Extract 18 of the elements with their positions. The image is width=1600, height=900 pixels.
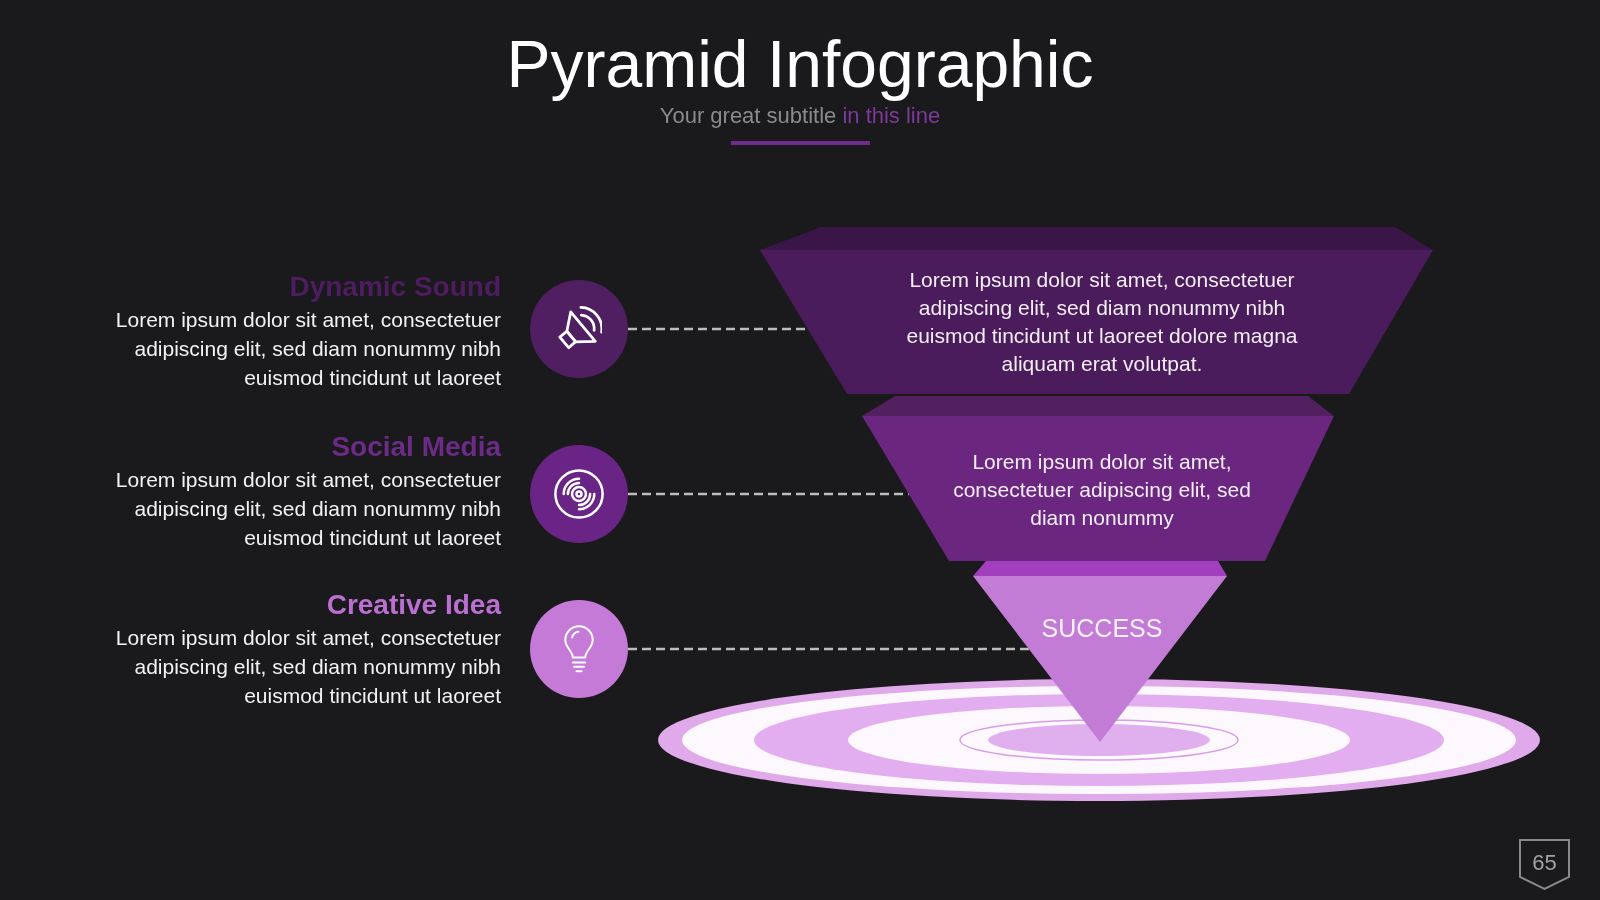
funnel-tip-triangle bbox=[973, 561, 1227, 742]
layer-text: Lorem ipsum dolor sit amet, consectetuer adipiscing elit, sed diam nonummy nibh euismod tincidunt ut laoreet dolore magna aliquam erat volutpat. bbox=[905, 267, 1299, 377]
funnel-layer bbox=[862, 396, 1334, 561]
subtitle: Your great subtitle in this line bbox=[659, 102, 941, 130]
item-heading: Dynamic Sound bbox=[289, 271, 501, 303]
item-heading: Social Media bbox=[331, 431, 501, 463]
layer-text: Lorem ipsum dolor sit amet, consectetuer adipiscing elit, sed diam nonummy bbox=[952, 449, 1252, 531]
funnel-layer bbox=[760, 227, 1433, 394]
dashed-connector bbox=[628, 647, 1029, 651]
dashed-connector bbox=[628, 327, 808, 331]
item-description: Lorem ipsum dolor sit amet, consectetuer adipiscing elit, sed diam nonummy nibh euismod tincidunt ut laoreet bbox=[114, 467, 501, 551]
page-number: 65 bbox=[1532, 850, 1557, 876]
item-description: Lorem ipsum dolor sit amet, consectetuer adipiscing elit, sed diam nonummy nibh euismod tincidunt ut laoreet bbox=[114, 307, 501, 391]
item-description: Lorem ipsum dolor sit amet, consectetuer adipiscing elit, sed diam nonummy nibh euismod tincidunt ut laoreet bbox=[114, 625, 501, 709]
page-number-badge bbox=[1519, 839, 1570, 890]
slide-title: Pyramid Infographic bbox=[506, 26, 1094, 102]
item-heading: Creative Idea bbox=[326, 589, 501, 621]
layer-text: SUCCESS bbox=[1041, 613, 1163, 643]
